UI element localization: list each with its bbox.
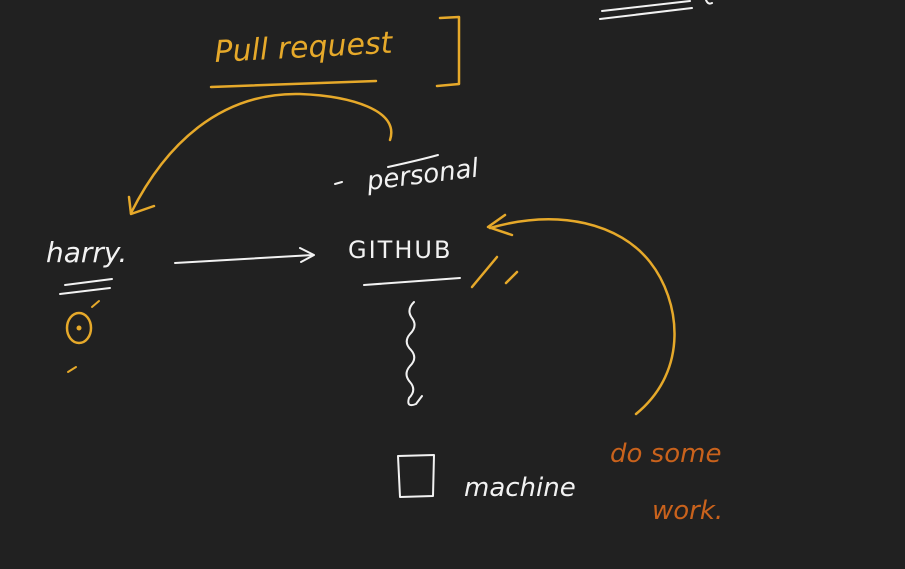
harry-underline-1 (64, 278, 113, 286)
work-label: work. (652, 496, 723, 526)
github-label: GITHUB (348, 236, 452, 264)
machine-box (397, 454, 435, 498)
harry-to-github-arrowhead (299, 247, 315, 263)
github-underline (363, 277, 461, 286)
pull-request-bracket (435, 15, 461, 88)
pull-request-arrowhead (127, 195, 156, 216)
harry-target-mark (65, 300, 100, 373)
work-to-github-arrow-curve (488, 218, 676, 416)
github-machine-squiggle (405, 301, 423, 407)
pull-request-underline (209, 79, 378, 89)
harry-label: harry. (46, 236, 127, 269)
github-slash-marks (470, 255, 519, 289)
work-to-github-arrowhead (486, 213, 514, 237)
harry-to-github-arrow (174, 254, 314, 264)
do-some-label: do some (610, 439, 721, 469)
pull-request-arrow-curve (129, 92, 393, 215)
top-right-scribble (599, 0, 713, 20)
personal-dash (334, 181, 343, 185)
harry-underline-2 (59, 287, 111, 295)
pull-request-label: Pull request (214, 26, 395, 70)
machine-label: machine (464, 473, 576, 503)
personal-underline (387, 154, 439, 168)
